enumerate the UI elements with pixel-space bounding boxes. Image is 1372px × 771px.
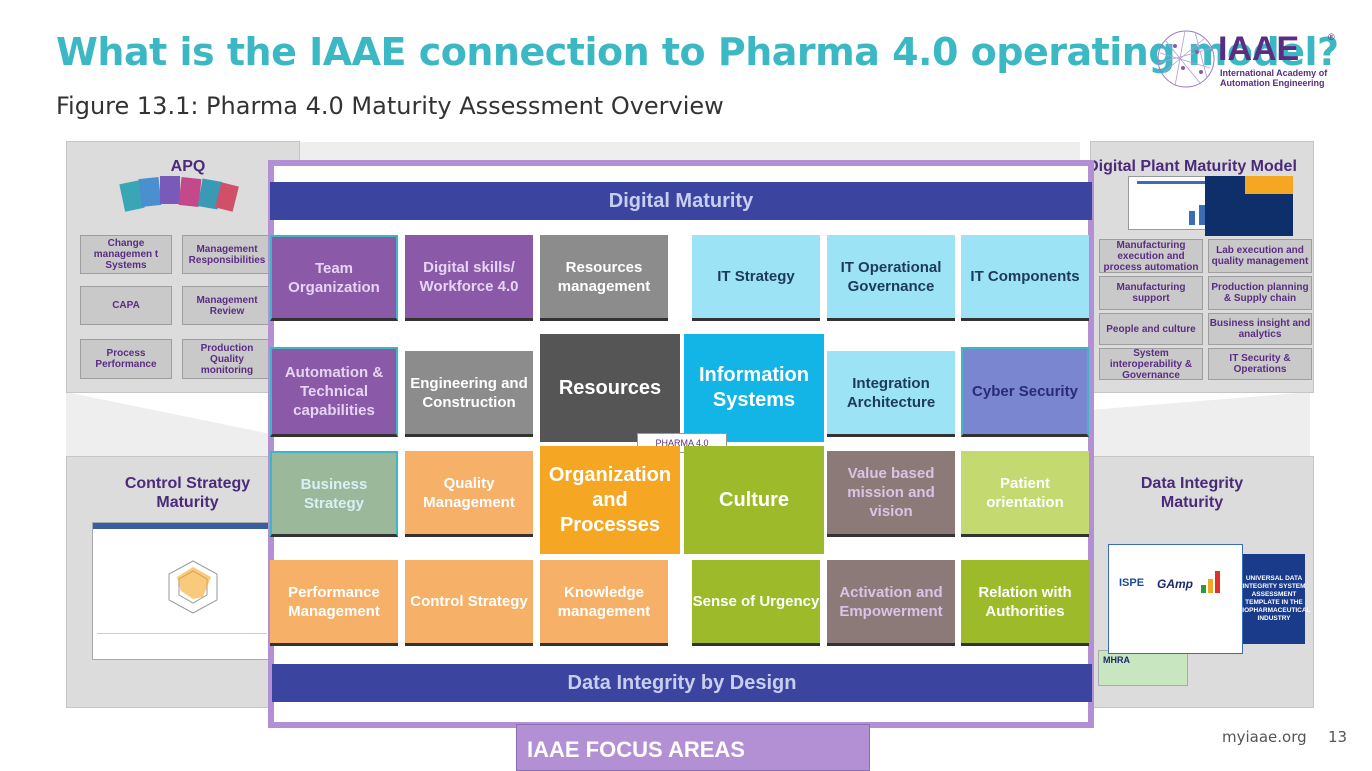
cell-cyber-security: Cyber Security bbox=[961, 347, 1089, 437]
ispe-gamp-doc-image: ISPE GAmp bbox=[1108, 544, 1243, 654]
cell-patient-orientation: Patient orientation bbox=[961, 451, 1089, 537]
apq-item-change-management: Change managemen t Systems bbox=[80, 235, 172, 274]
apq-item-capa: CAPA bbox=[80, 286, 172, 325]
cell-activation-empowerment: Activation and Empowerment bbox=[827, 560, 955, 646]
page-number: 13 bbox=[1328, 728, 1348, 746]
cell-control-strategy: Control Strategy bbox=[405, 560, 533, 646]
logo-wordmark: IAAE bbox=[1218, 30, 1300, 68]
cell-digital-skills: Digital skills/ Workforce 4.0 bbox=[405, 235, 533, 321]
dpmm-item-system-interoperability: System interoperability & Governance bbox=[1099, 348, 1203, 381]
dpmm-title: Digital Plant Maturity Model bbox=[1087, 158, 1297, 175]
csm-assessment-image bbox=[92, 522, 273, 660]
dpmm-item-manufacturing-execution: Manufacturing execution and process auto… bbox=[1099, 239, 1203, 273]
cell-organization-processes: Organization and Processes bbox=[540, 446, 680, 554]
data-integrity-band: Data Integrity by Design bbox=[272, 664, 1092, 702]
apq-item-management-review: Management Review bbox=[182, 286, 272, 325]
apq-item-production-quality: Production Quality monitoring bbox=[182, 339, 272, 379]
cell-sense-of-urgency: Sense of Urgency bbox=[692, 560, 820, 646]
cell-team-organization: Team Organization bbox=[270, 235, 398, 321]
cell-relation-authorities: Relation with Authorities bbox=[961, 560, 1089, 646]
iaae-focus-areas-label: IAAE FOCUS AREAS bbox=[516, 724, 870, 771]
cell-business-strategy: Business Strategy bbox=[270, 451, 398, 537]
digital-maturity-band: Digital Maturity bbox=[270, 182, 1092, 220]
dim-title: Data Integrity Maturity bbox=[1140, 475, 1244, 511]
cell-resources: Resources bbox=[540, 334, 680, 442]
dpmm-item-production-planning: Production planning & Supply chain bbox=[1208, 276, 1312, 310]
figure-caption: Figure 13.1: Pharma 4.0 Maturity Assessm… bbox=[56, 92, 724, 120]
apq-item-process-performance: Process Performance bbox=[80, 339, 172, 379]
dpmm-item-business-insight: Business insight and analytics bbox=[1208, 313, 1312, 345]
cell-it-strategy: IT Strategy bbox=[692, 235, 820, 321]
apq-title: APQ bbox=[170, 158, 206, 175]
cell-value-based-mission: Value based mission and vision bbox=[827, 451, 955, 537]
cell-it-components: IT Components bbox=[961, 235, 1089, 321]
radar-chart-icon bbox=[168, 560, 218, 614]
universal-di-template-image: UNIVERSAL DATA INTEGRITY SYSTEM ASSESSME… bbox=[1238, 554, 1311, 644]
cell-it-operational-governance: IT Operational Governance bbox=[827, 235, 955, 321]
cell-performance-management: Performance Management bbox=[270, 560, 398, 646]
dpmm-item-manufacturing-support: Manufacturing support bbox=[1099, 276, 1203, 310]
cell-information-systems: Information Systems bbox=[684, 334, 824, 442]
apq-item-management-responsibilities: Management Responsibilities bbox=[182, 235, 272, 274]
dpmm-item-lab-execution: Lab execution and quality management bbox=[1208, 239, 1312, 273]
apq-documents-image bbox=[119, 176, 239, 214]
dpmm-item-people-culture: People and culture bbox=[1099, 313, 1203, 345]
cell-engineering-construction: Engineering and Construction bbox=[405, 351, 533, 437]
cell-automation-technical: Automation & Technical capabilities bbox=[270, 347, 398, 437]
cell-culture: Culture bbox=[684, 446, 824, 554]
cell-integration-architecture: Integration Architecture bbox=[827, 351, 955, 437]
globe-logo-icon bbox=[1157, 30, 1215, 88]
footer-site: myiaae.org bbox=[1222, 728, 1307, 746]
dpmm-cover-image bbox=[1205, 176, 1293, 236]
cell-knowledge-management: Knowledge management bbox=[540, 560, 668, 646]
cell-resources-management: Resources management bbox=[540, 235, 668, 321]
dpmm-item-it-security: IT Security & Operations bbox=[1208, 348, 1312, 380]
page-title: What is the IAAE connection to Pharma 4.… bbox=[56, 30, 1339, 74]
mhra-doc-image: MHRA bbox=[1098, 650, 1188, 686]
cell-quality-management: Quality Management bbox=[405, 451, 533, 537]
csm-title: Control Strategy Maturity bbox=[124, 475, 251, 511]
